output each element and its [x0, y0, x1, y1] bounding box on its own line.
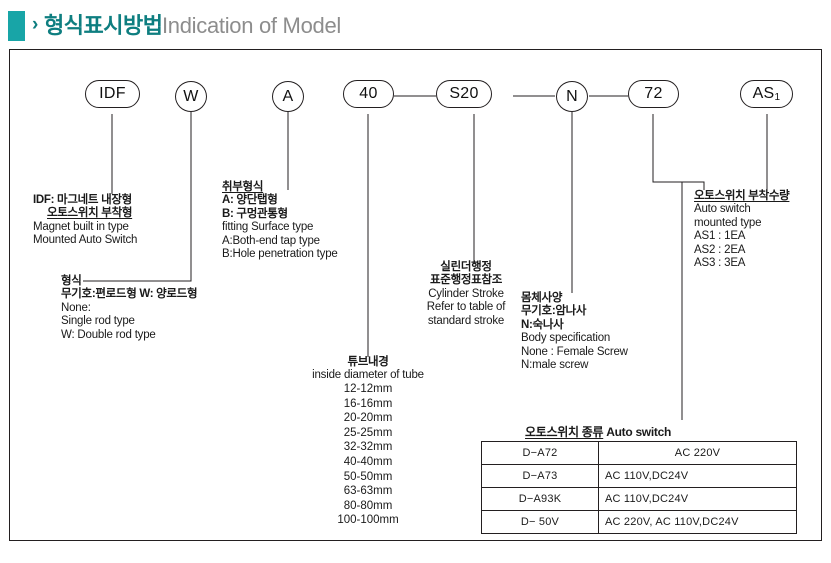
- callout-fitting-line4: fitting Surface type: [222, 221, 314, 234]
- table-row: D−A73 AC 110V,DC24V: [481, 464, 797, 488]
- code-pill-label: 40: [359, 85, 378, 102]
- callout-rod-type-line1: 형식: [61, 275, 82, 287]
- callout-rod-type-line3: None:: [61, 301, 91, 314]
- switch-table-title-ko: 오토스위치 종류: [525, 425, 604, 439]
- code-pill-label: AS: [752, 85, 775, 102]
- code-pill-72[interactable]: 72: [628, 80, 679, 108]
- page-title-en: Indication of Model: [162, 13, 341, 38]
- code-pill-a[interactable]: A: [272, 81, 304, 112]
- callout-rod-type-line5: W: Double rod type: [61, 328, 156, 341]
- callout-body-spec: 몸체사양 무기호:암나사 N:숙나사 Body specification No…: [521, 292, 628, 372]
- callout-body-spec-line2: 무기호:암나사: [521, 305, 587, 318]
- callout-auto-switch-qty-line1: 오토스위치 부착수량: [694, 190, 790, 202]
- code-pill-label: W: [183, 87, 199, 105]
- callout-auto-switch-qty-line4: AS1 : 1EA: [694, 230, 746, 243]
- callout-fitting-line1: 취부형식: [222, 181, 264, 193]
- switch-table-title: 오토스위치 종류 Auto switch: [525, 423, 671, 440]
- callout-rod-type: 형식 무기호:편로드형 W: 양로드형 None: Single rod typ…: [61, 275, 198, 342]
- callout-fitting-line6: B:Hole penetration type: [222, 248, 338, 261]
- callout-stroke: 실린더행정 표준행정표참조 Cylinder Stroke Refer to t…: [426, 261, 506, 328]
- switch-voltage: AC 220V, AC 110V,DC24V: [598, 510, 797, 534]
- switch-model: D−A73: [481, 464, 599, 488]
- callout-fitting-line3: B: 구멍관통형: [222, 207, 288, 220]
- switch-model: D−A93K: [481, 487, 599, 511]
- tube-size-item: 50-50mm: [343, 470, 393, 483]
- callout-auto-switch-qty-line3: mounted type: [694, 216, 762, 229]
- switch-voltage: AC 220V: [598, 441, 797, 465]
- callout-auto-switch-qty-line2: Auto switch: [694, 203, 751, 216]
- callout-body-spec-line6: N:male screw: [521, 359, 589, 372]
- auto-switch-table: D−A72 AC 220V D−A73 AC 110V,DC24V D−A93K…: [481, 441, 797, 534]
- code-pill-label: IDF: [99, 85, 126, 102]
- tube-size-item: 40-40mm: [343, 455, 393, 468]
- callout-rod-type-line2: 무기호:편로드형 W: 양로드형: [61, 288, 198, 301]
- code-pill-s20[interactable]: S20: [436, 80, 492, 108]
- callout-auto-switch-qty: 오토스위치 부착수량 Auto switch mounted type AS1 …: [694, 190, 790, 270]
- code-pill-n[interactable]: N: [556, 81, 588, 112]
- tube-size-item: 63-63mm: [343, 485, 393, 498]
- callout-tube: 튜브내경 inside diameter of tube: [312, 356, 424, 383]
- table-row: D− 50V AC 220V, AC 110V,DC24V: [481, 510, 797, 534]
- callout-fitting: 취부형식 A: 양단탭형 B: 구멍관통형 fitting Surface ty…: [222, 181, 338, 261]
- code-pill-label: 72: [644, 85, 663, 102]
- callout-idf-line4: Mounted Auto Switch: [33, 234, 138, 247]
- callout-body-spec-line3: N:숙나사: [521, 318, 564, 331]
- tube-size-item: 12-12mm: [343, 383, 393, 395]
- code-pill-idf[interactable]: IDF: [85, 80, 140, 108]
- table-row: D−A93K AC 110V,DC24V: [481, 487, 797, 511]
- callout-auto-switch-qty-line5: AS2 : 2EA: [694, 243, 746, 256]
- code-pill-label: N: [566, 87, 578, 105]
- code-pill-w[interactable]: W: [175, 81, 207, 112]
- header-accent-bar: [8, 11, 25, 41]
- switch-voltage: AC 110V,DC24V: [598, 464, 797, 488]
- callout-idf-line2: 오토스위치 부착형: [47, 207, 133, 220]
- page-header: › 형식표시방법 Indication of Model: [0, 6, 831, 46]
- tube-size-list: 12-12mm 16-16mm 20-20mm 25-25mm 32-32mm …: [337, 382, 398, 528]
- switch-model: D− 50V: [481, 510, 599, 534]
- callout-idf-line1: IDF: 마그네트 내장형: [33, 194, 132, 206]
- code-pill-subscript: 1: [774, 91, 781, 103]
- callout-body-spec-line1: 몸체사양: [521, 292, 563, 304]
- code-pill-40[interactable]: 40: [343, 80, 394, 108]
- table-row: D−A72 AC 220V: [481, 441, 797, 465]
- switch-table-title-en: Auto switch: [606, 425, 671, 439]
- callout-idf: IDF: 마그네트 내장형 오토스위치 부착형 Magnet built in …: [33, 194, 137, 248]
- callout-auto-switch-qty-line6: AS3 : 3EA: [694, 257, 746, 270]
- tube-size-item: 80-80mm: [343, 499, 393, 512]
- callout-rod-type-line4: Single rod type: [61, 315, 135, 328]
- tube-size-item: 100-100mm: [337, 514, 399, 527]
- tube-size-item: 25-25mm: [343, 426, 393, 439]
- tube-size-item: 20-20mm: [343, 412, 393, 425]
- code-pill-label: A: [282, 87, 294, 105]
- page-title-ko: 형식표시방법: [44, 13, 163, 38]
- switch-voltage: AC 110V,DC24V: [598, 487, 797, 511]
- callout-stroke-line5: standard stroke: [427, 314, 505, 327]
- callout-body-spec-line4: Body specification: [521, 332, 611, 345]
- callout-fitting-line2: A: 양단탭형: [222, 194, 278, 207]
- diagram-frame: [9, 49, 822, 541]
- switch-model: D−A72: [481, 441, 599, 465]
- code-pill-label: S20: [449, 85, 479, 102]
- tube-size-item: 16-16mm: [343, 397, 393, 410]
- callout-stroke-line4: Refer to table of: [426, 301, 506, 314]
- callout-body-spec-line5: None : Female Screw: [521, 345, 628, 358]
- callout-stroke-line2: 표준행정표참조: [430, 274, 502, 287]
- callout-tube-line2: inside diameter of tube: [312, 369, 424, 382]
- callout-idf-line3: Magnet built in type: [33, 220, 129, 233]
- tube-size-item: 32-32mm: [343, 441, 393, 454]
- callout-stroke-line3: Cylinder Stroke: [428, 287, 504, 300]
- callout-fitting-line5: A:Both-end tap type: [222, 234, 320, 247]
- callout-tube-line1: 튜브내경: [347, 356, 389, 368]
- chevron-right-icon: ›: [32, 14, 39, 35]
- callout-stroke-line1: 실린더행정: [440, 261, 492, 273]
